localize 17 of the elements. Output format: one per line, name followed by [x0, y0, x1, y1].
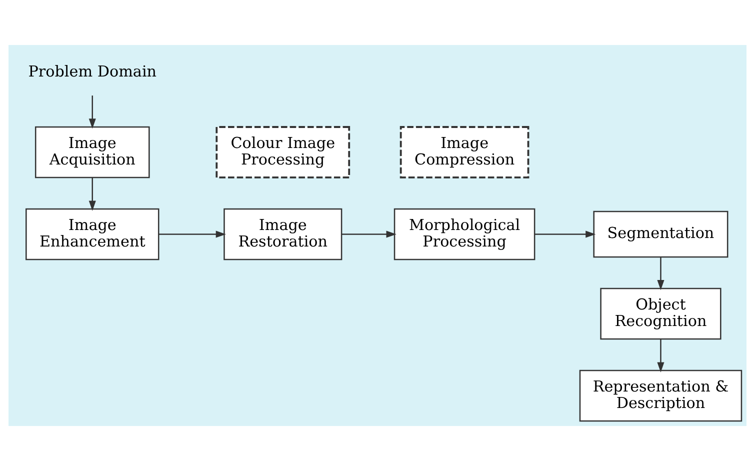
node-box: Image Enhancement — [26, 208, 160, 260]
node-box: Image Acquisition — [34, 126, 150, 178]
node-box: Segmentation — [593, 210, 728, 258]
node-box: Object Recognition — [600, 287, 722, 340]
arrow — [657, 338, 664, 372]
arrow — [88, 95, 96, 128]
arrow — [657, 256, 664, 290]
arrow — [158, 230, 226, 238]
node-box: Image Compression — [400, 126, 530, 178]
arrow — [342, 230, 396, 238]
arrow — [534, 230, 596, 238]
node-text: Problem Domain — [28, 62, 157, 80]
node-box: Morphological Processing — [394, 208, 536, 260]
arrow — [88, 176, 96, 210]
node-box: Representation & Description — [579, 369, 742, 422]
node-box: Image Restoration — [224, 208, 342, 260]
node-box: Colour Image Processing — [216, 126, 350, 178]
